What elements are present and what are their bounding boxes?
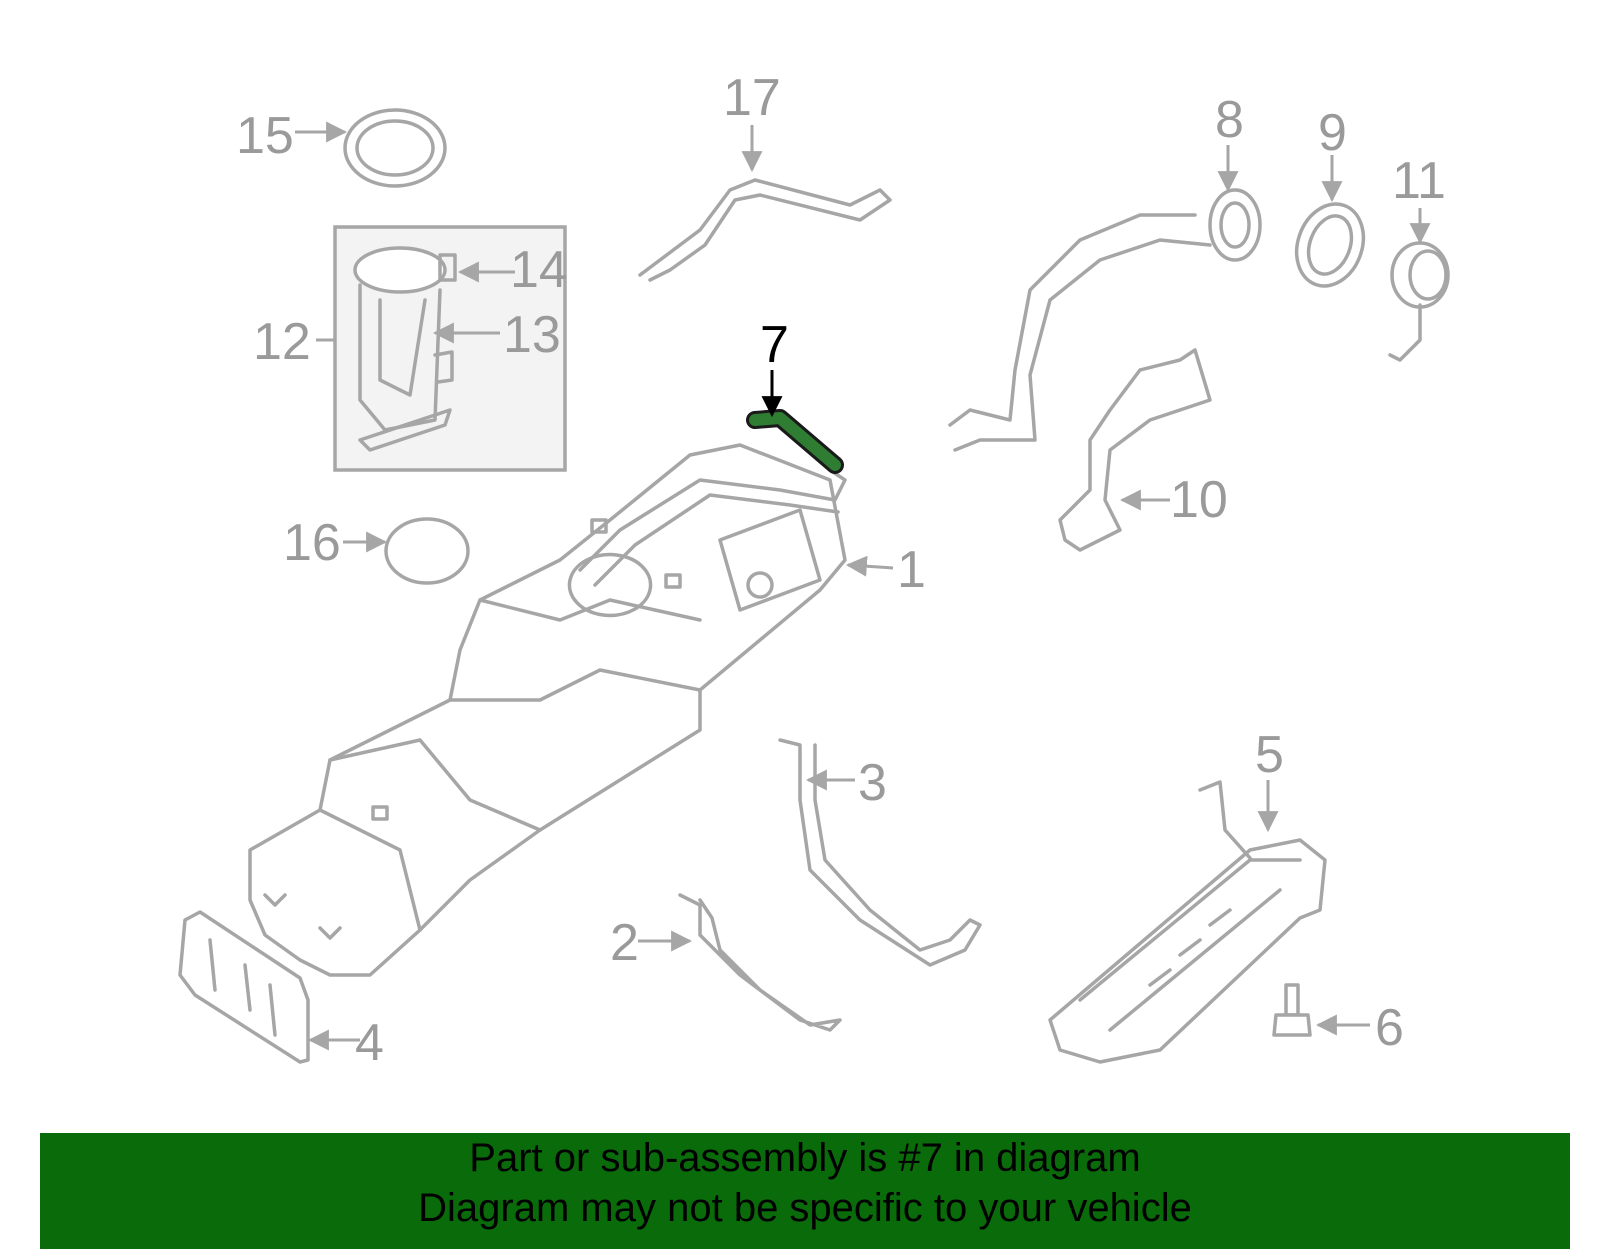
callout-1: 1 bbox=[897, 541, 926, 599]
info-banner: Part or sub-assembly is #7 in diagram Di… bbox=[40, 1133, 1570, 1249]
callout-10: 10 bbox=[1170, 471, 1228, 529]
tank-strap-part-3 bbox=[778, 738, 982, 967]
callout-15: 15 bbox=[236, 107, 294, 165]
bracket-part-10 bbox=[1058, 348, 1212, 552]
callout-7: 7 bbox=[760, 316, 789, 374]
callout-16: 16 bbox=[283, 514, 341, 572]
callout-13: 13 bbox=[503, 306, 561, 364]
bolt-part-6 bbox=[1272, 983, 1312, 1037]
banner-line-2: Diagram may not be specific to your vehi… bbox=[418, 1186, 1192, 1230]
callout-8: 8 bbox=[1215, 91, 1244, 149]
lock-ring-part-15 bbox=[343, 108, 447, 188]
tank-strap-part-2 bbox=[678, 893, 842, 1032]
banner-line-1: Part or sub-assembly is #7 in diagram bbox=[469, 1136, 1141, 1180]
seal-ring-part-9 bbox=[1294, 202, 1366, 288]
fuel-tank-part-1 bbox=[248, 443, 847, 977]
callout-11: 11 bbox=[1392, 152, 1446, 210]
filler-neck-part-8 bbox=[948, 188, 1262, 452]
fuel-cap-part-11 bbox=[1388, 241, 1450, 362]
callout-6: 6 bbox=[1375, 999, 1404, 1057]
leader-lines bbox=[295, 121, 1431, 1051]
o-ring-part-16 bbox=[384, 517, 470, 585]
callout-4: 4 bbox=[355, 1014, 384, 1072]
vent-tube-part-17 bbox=[638, 178, 892, 282]
skid-plate-part-5 bbox=[1048, 780, 1327, 1064]
hose-part-7-fill bbox=[749, 412, 841, 471]
callout-9: 9 bbox=[1318, 104, 1347, 162]
callout-17: 17 bbox=[723, 69, 781, 127]
callout-14: 14 bbox=[510, 241, 568, 299]
callout-5: 5 bbox=[1255, 726, 1284, 784]
callout-2: 2 bbox=[610, 914, 639, 972]
fuel-pump-module-part-12 bbox=[333, 225, 567, 472]
callout-3: 3 bbox=[858, 754, 887, 812]
callout-12: 12 bbox=[253, 313, 311, 371]
